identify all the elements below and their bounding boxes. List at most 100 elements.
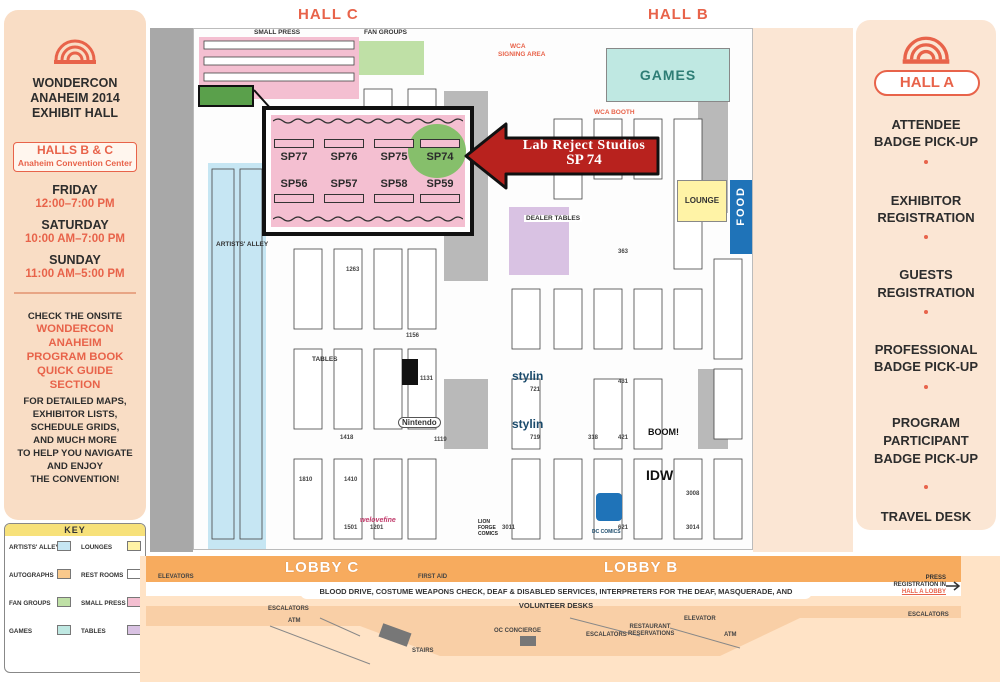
idw-logo: IDW <box>646 467 674 483</box>
bullet-dot <box>924 485 928 489</box>
note-highlight-3: PROGRAM BOOK <box>26 351 124 363</box>
event-title-line-3: EXHIBIT HALL <box>31 106 119 120</box>
booth-number: 1201 <box>370 525 384 531</box>
hall-wall <box>444 379 488 449</box>
wavy-edge <box>273 216 463 222</box>
booth-number: 1119 <box>434 437 447 443</box>
food-area <box>730 180 752 254</box>
booth-number: 421 <box>618 435 629 441</box>
key-swatch-rest-rooms <box>127 569 141 579</box>
lab-reject-location-marker <box>198 85 254 107</box>
press-note-line-2: REGISTRATION IN <box>893 582 946 588</box>
key-swatch-autographs <box>57 569 71 579</box>
booth-sp76[interactable] <box>324 139 364 148</box>
welovefine-logo: welovefine <box>360 517 396 524</box>
booth-number: 1263 <box>346 267 360 273</box>
food-text: FOOD <box>735 186 747 226</box>
booth-label-sp77: SP77 <box>280 151 308 163</box>
stylin-logo: stylin <box>512 369 544 383</box>
hall-c-wall <box>150 28 193 552</box>
day-sunday: SUNDAY <box>49 253 101 267</box>
service-professional-1: PROFESSIONAL <box>874 342 978 357</box>
press-note-line-3: HALL A LOBBY <box>901 589 946 595</box>
key-label-tables: TABLES <box>81 628 106 635</box>
bullet-dot <box>924 385 928 389</box>
time-saturday: 10:00 AM–7:00 PM <box>25 233 125 245</box>
time-sunday: 11:00 AM–5:00 PM <box>25 268 125 280</box>
press-note: PRESS REGISTRATION IN HALL A LOBBY <box>890 575 946 596</box>
b-logo-icon <box>402 359 418 385</box>
booth-number: 1418 <box>340 435 354 441</box>
key-swatch-artists-alley <box>57 541 71 551</box>
stairs-label: STAIRS <box>412 648 434 654</box>
booth-number: 363 <box>618 249 629 255</box>
booth-number: 3014 <box>686 525 700 531</box>
service-attendee-1: ATTENDEE <box>891 117 961 132</box>
service-guests-2: REGISTRATION <box>877 285 975 300</box>
tables-label: TABLES <box>312 356 338 363</box>
key-label-fan-groups: FAN GROUPS <box>9 600 51 607</box>
escalators-label: ESCALATORS <box>908 612 949 618</box>
service-guests-1: GUESTS <box>899 267 953 282</box>
note-line-6: AND ENJOY <box>47 461 103 472</box>
booth-sp77[interactable] <box>274 139 314 148</box>
press-note-line-1: PRESS <box>925 575 946 581</box>
wavy-edge <box>273 118 463 124</box>
booth-sp56[interactable] <box>274 194 314 203</box>
small-press-label: SMALL PRESS <box>254 29 301 36</box>
venue-label: Anaheim Convention Center <box>17 158 133 168</box>
left-info-panel: WONDERCON ANAHEIM 2014 EXHIBIT HALL HALL… <box>4 10 146 520</box>
hall-a-badge: HALL A <box>874 70 980 96</box>
wca-booth-label: WCA BOOTH <box>594 109 635 116</box>
dc-comics-logo: DC COMICS <box>592 529 621 535</box>
booth-sp59[interactable] <box>420 194 460 203</box>
fan-groups-label: FAN GROUPS <box>364 29 407 36</box>
booth-sp57[interactable] <box>324 194 364 203</box>
booth-sp74-highlight <box>408 124 466 178</box>
booth-sp75[interactable] <box>374 139 414 148</box>
escalators-label: ESCALATORS <box>586 632 627 638</box>
lobby-b-label: LOBBY B <box>604 559 679 576</box>
key-label-games: GAMES <box>9 628 33 635</box>
arrow-right-icon <box>946 581 961 591</box>
elevator-label: ELEVATOR <box>684 616 716 622</box>
booth-number: 3011 <box>502 525 516 531</box>
hall-b-side-wall <box>753 28 853 552</box>
booth-number: 1131 <box>420 376 434 382</box>
lobby-shape <box>146 556 961 665</box>
key-swatch-games <box>57 625 71 635</box>
booth-sp58[interactable] <box>374 194 414 203</box>
key-swatch-small-press <box>127 597 141 607</box>
booth-number: 318 <box>588 435 599 441</box>
booth-sp74[interactable] <box>420 139 460 148</box>
dc-logo-icon <box>596 493 622 521</box>
divider <box>14 292 136 294</box>
service-program-3: BADGE PICK-UP <box>873 451 978 466</box>
booth-number: 3008 <box>686 491 700 497</box>
note-line-3: SCHEDULE GRIDS, <box>30 422 120 433</box>
booth-number: 431 <box>618 379 629 385</box>
artists-alley-label: ARTISTS' ALLEY <box>216 241 269 248</box>
service-travel-desk: TRAVEL DESK <box>880 509 972 524</box>
first-aid-label: FIRST AID <box>418 574 448 580</box>
bullet-dot <box>924 235 928 239</box>
exhibit-floor-map: SMALL PRESS FAN GROUPS ARTISTS' ALLEY TA… <box>193 28 753 550</box>
right-info-panel: HALL A ATTENDEE BADGE PICK-UP EXHIBITOR … <box>856 20 996 530</box>
note-line-2: EXHIBITOR LISTS, <box>32 409 118 420</box>
key-title: KEY <box>5 524 145 536</box>
day-friday: FRIDAY <box>52 183 98 197</box>
bullet-dot <box>924 310 928 314</box>
note-line-4: AND MUCH MORE <box>33 435 117 446</box>
note-line-5: TO HELP YOU NAVIGATE <box>17 448 133 459</box>
lobby-services-banner: BLOOD DRIVE, COSTUME WEAPONS CHECK, DEAF… <box>300 585 812 610</box>
hall-c-label: HALL C <box>298 6 359 23</box>
restaurant-reservations-label: RESTAURANT RESERVATIONS <box>628 624 675 637</box>
booth-number: 721 <box>530 387 541 393</box>
games-area: GAMES <box>606 48 730 102</box>
key-swatch-fan-groups <box>57 597 71 607</box>
concierge-label: OC CONCIERGE <box>494 628 542 634</box>
key-label-lounges: LOUNGES <box>81 544 113 551</box>
exhibitor-name: Lab Reject Studios <box>522 138 646 153</box>
dealer-tables-label: DEALER TABLES <box>524 215 583 222</box>
stylin-logo: stylin <box>512 417 544 431</box>
